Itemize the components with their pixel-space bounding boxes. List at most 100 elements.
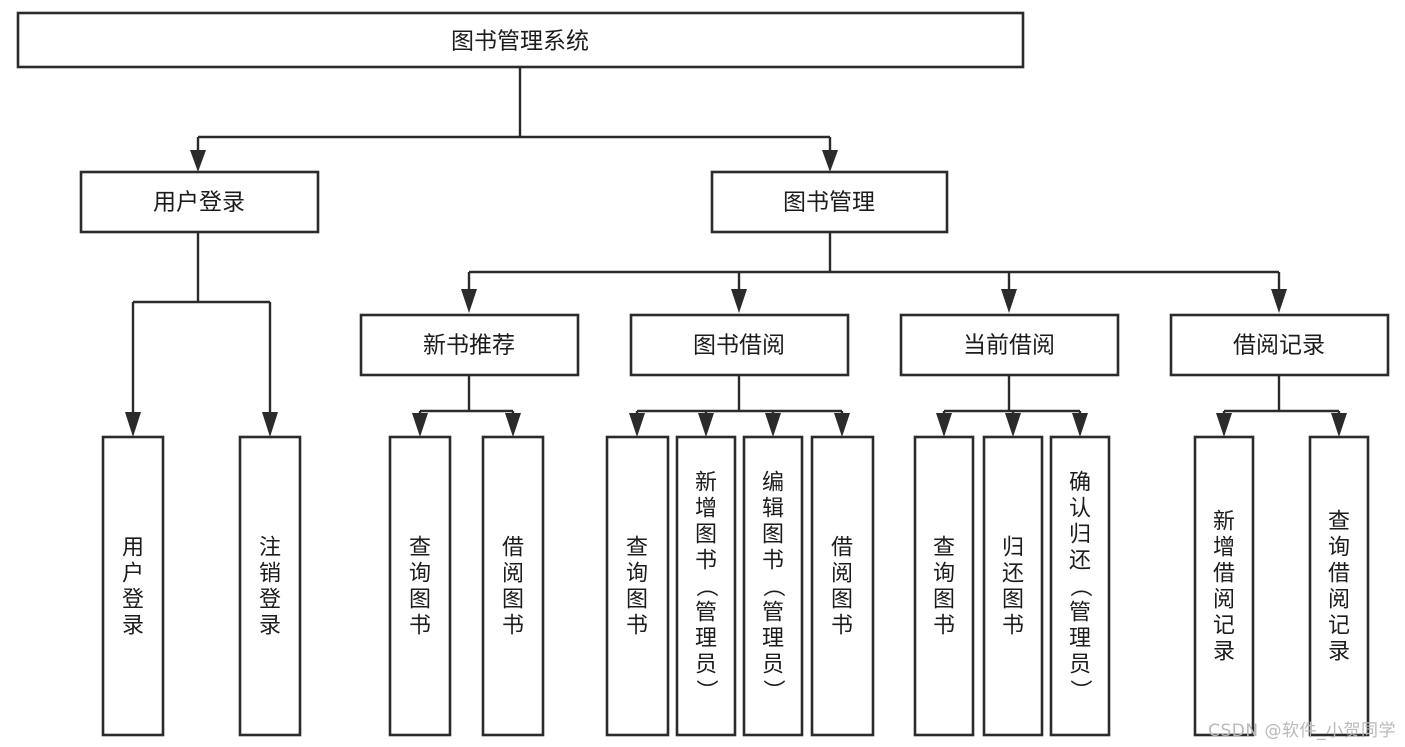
arrow-to-new-book-recommend — [461, 289, 477, 313]
borrow-record-box[interactable] — [1169, 313, 1390, 377]
vertical-char: 书 — [933, 613, 955, 638]
current-borrow-box[interactable] — [899, 313, 1120, 377]
leaf-borrow-book-2-box[interactable] — [810, 435, 875, 737]
vertical-char: 图 — [831, 587, 853, 612]
arrow-to-leaf-query-book-1 — [412, 413, 428, 437]
vertical-char: 书 — [626, 613, 648, 638]
arrow-to-leaf-query-book-3 — [936, 413, 952, 437]
vertical-char: 阅 — [502, 561, 524, 586]
vertical-char: 员 — [1069, 652, 1091, 677]
node-current-borrow[interactable]: 当前借阅 — [899, 313, 1120, 377]
vertical-char: 还 — [1069, 548, 1091, 573]
vertical-char: 增 — [1213, 535, 1235, 560]
leaf-edit-book-box[interactable] — [742, 435, 804, 737]
node-root[interactable]: 图书管理系统 — [16, 11, 1025, 69]
vertical-char: 注 — [259, 535, 281, 560]
arrow-to-user-login — [190, 150, 206, 172]
arrow-to-leaf-return-book — [1005, 413, 1021, 437]
arrow-to-leaf-add-record — [1216, 413, 1232, 437]
vertical-char: 查 — [626, 535, 648, 560]
arrow-to-leaf-add-book — [698, 413, 714, 437]
vertical-char: 编 — [762, 470, 784, 495]
vertical-char: （ — [693, 575, 718, 597]
arrow-to-book-manage — [822, 150, 838, 172]
vertical-char: （ — [760, 575, 785, 597]
vertical-char: 记 — [1213, 613, 1235, 638]
node-user-login[interactable]: 用户登录 — [79, 170, 320, 234]
vertical-char: 书 — [409, 613, 431, 638]
vertical-char: 图 — [409, 587, 431, 612]
vertical-char: 录 — [1213, 639, 1235, 664]
vertical-char: 用 — [122, 535, 144, 560]
leaf-query-book-3-box[interactable] — [913, 435, 975, 737]
book-manage-box[interactable] — [710, 170, 949, 234]
vertical-char: 录 — [1328, 639, 1350, 664]
current-borrow-label: 当前借阅 — [963, 333, 1055, 359]
arrow-to-book-borrow — [731, 289, 747, 313]
vertical-char: 认 — [1069, 496, 1091, 521]
node-book-borrow[interactable]: 图书借阅 — [629, 313, 850, 377]
vertical-char: 理 — [1069, 626, 1091, 651]
vertical-char: ） — [693, 679, 718, 701]
vertical-char: 销 — [259, 561, 281, 586]
node-borrow-record[interactable]: 借阅记录 — [1169, 313, 1390, 377]
vertical-char: 登 — [259, 587, 281, 612]
vertical-char: 员 — [695, 652, 717, 677]
book-borrow-box[interactable] — [629, 313, 850, 377]
vertical-char: 书 — [831, 613, 853, 638]
vertical-char: 管 — [695, 600, 717, 625]
leaf-add-book-box[interactable] — [675, 435, 737, 737]
leaf-confirm-return-box[interactable] — [1049, 435, 1111, 737]
leaf-user-login-box[interactable] — [101, 435, 165, 737]
vertical-char: 阅 — [831, 561, 853, 586]
vertical-char: 员 — [762, 652, 784, 677]
vertical-char: 新 — [1213, 509, 1235, 534]
book-manage-label: 图书管理 — [783, 190, 875, 216]
arrow-to-leaf-user-login — [125, 412, 141, 437]
vertical-char: 询 — [933, 561, 955, 586]
new-book-recommend-box[interactable] — [359, 313, 580, 377]
vertical-char: 图 — [933, 587, 955, 612]
vertical-char: 查 — [1328, 509, 1350, 534]
vertical-char: 询 — [1328, 535, 1350, 560]
vertical-char: ） — [760, 679, 785, 701]
leaf-return-book-box[interactable] — [982, 435, 1044, 737]
vertical-char: （ — [1067, 575, 1092, 597]
vertical-char: 书 — [502, 613, 524, 638]
vertical-char: 登 — [122, 587, 144, 612]
node-new-book-recommend[interactable]: 新书推荐 — [359, 313, 580, 377]
vertical-char: 新 — [695, 470, 717, 495]
edges-layer — [125, 67, 1347, 437]
node-book-manage[interactable]: 图书管理 — [710, 170, 949, 234]
arrow-to-leaf-query-book-2 — [629, 413, 645, 437]
leaf-logout-box[interactable] — [238, 435, 302, 737]
arrow-to-leaf-borrow-book-1 — [505, 413, 521, 437]
book-borrow-label: 图书借阅 — [693, 333, 785, 359]
vertical-char: 录 — [259, 613, 281, 638]
leaf-query-book-1-box[interactable] — [388, 435, 452, 737]
new-book-recommend-label: 新书推荐 — [423, 333, 515, 359]
vertical-char: 图 — [1002, 587, 1024, 612]
user-login-box[interactable] — [79, 170, 320, 234]
user-login-label: 用户登录 — [153, 190, 245, 216]
leaf-query-record-box[interactable] — [1308, 435, 1370, 737]
root-box[interactable] — [16, 11, 1025, 69]
arrow-to-leaf-confirm-return — [1072, 413, 1088, 437]
leaf-borrow-book-1-box[interactable] — [481, 435, 545, 737]
leaf-add-record-box[interactable] — [1193, 435, 1255, 737]
node-leaf-user-login[interactable]: 用户登录 — [101, 435, 165, 737]
leaf-query-book-2-box[interactable] — [605, 435, 670, 737]
borrow-record-label: 借阅记录 — [1233, 333, 1325, 359]
